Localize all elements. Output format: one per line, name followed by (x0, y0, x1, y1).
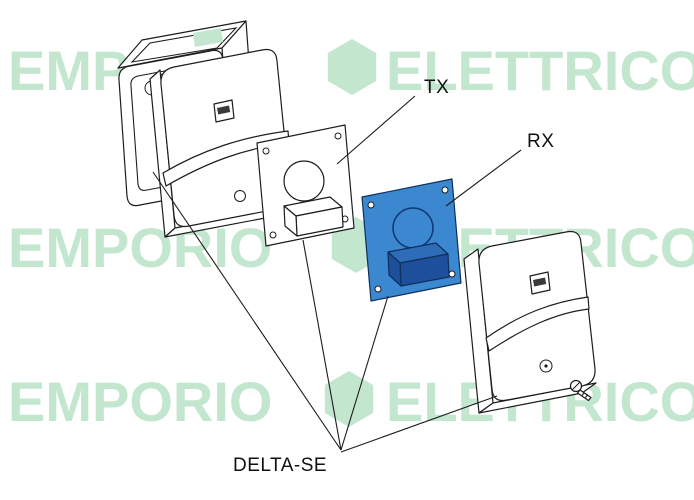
cover-right-window-slot (533, 277, 547, 287)
label-tx: TX (424, 77, 449, 98)
mount-hole (262, 147, 270, 155)
model-leader-line-3 (340, 295, 389, 451)
screw-icon (569, 379, 592, 402)
mount-hole (374, 285, 382, 293)
tx-leader-line (336, 95, 416, 165)
labels: TX RX DELTA-SE (233, 77, 554, 476)
leader-lines (152, 95, 522, 453)
screw-slot (572, 382, 580, 390)
watermark-text: EMPORIO (8, 370, 272, 433)
model-leader-line-2 (302, 239, 342, 451)
mount-hole (334, 132, 342, 140)
mount-hole (367, 201, 375, 209)
tx-board (256, 124, 355, 247)
cover-right-screw-dot (544, 364, 548, 368)
screw-thread (585, 394, 589, 398)
tx-holder-side (283, 205, 298, 237)
mount-hole (448, 270, 456, 278)
label-rx: RX (527, 131, 554, 152)
pcb-edge (193, 28, 223, 47)
model-leader-line-1 (152, 171, 342, 451)
rx-board (361, 178, 462, 302)
watermark-text: EMPORIO (8, 216, 272, 279)
cover-right-swoosh (485, 296, 590, 352)
cover-left-screw-hole (234, 190, 246, 202)
mount-hole (441, 186, 449, 194)
photocell-right (463, 230, 597, 414)
model-leader-line-4 (340, 395, 498, 453)
screw-thread (581, 392, 585, 396)
mount-hole (269, 231, 277, 239)
rx-leader-line (445, 149, 522, 207)
hexagon-icon (327, 39, 377, 95)
tx-lens (283, 160, 325, 202)
cover-left-window-slot (217, 105, 231, 115)
watermark-text: ELETTRICO (386, 39, 694, 102)
back-housing-opening (130, 27, 238, 63)
rx-holder-side (387, 251, 402, 287)
label-model: DELTA-SE (233, 455, 327, 476)
